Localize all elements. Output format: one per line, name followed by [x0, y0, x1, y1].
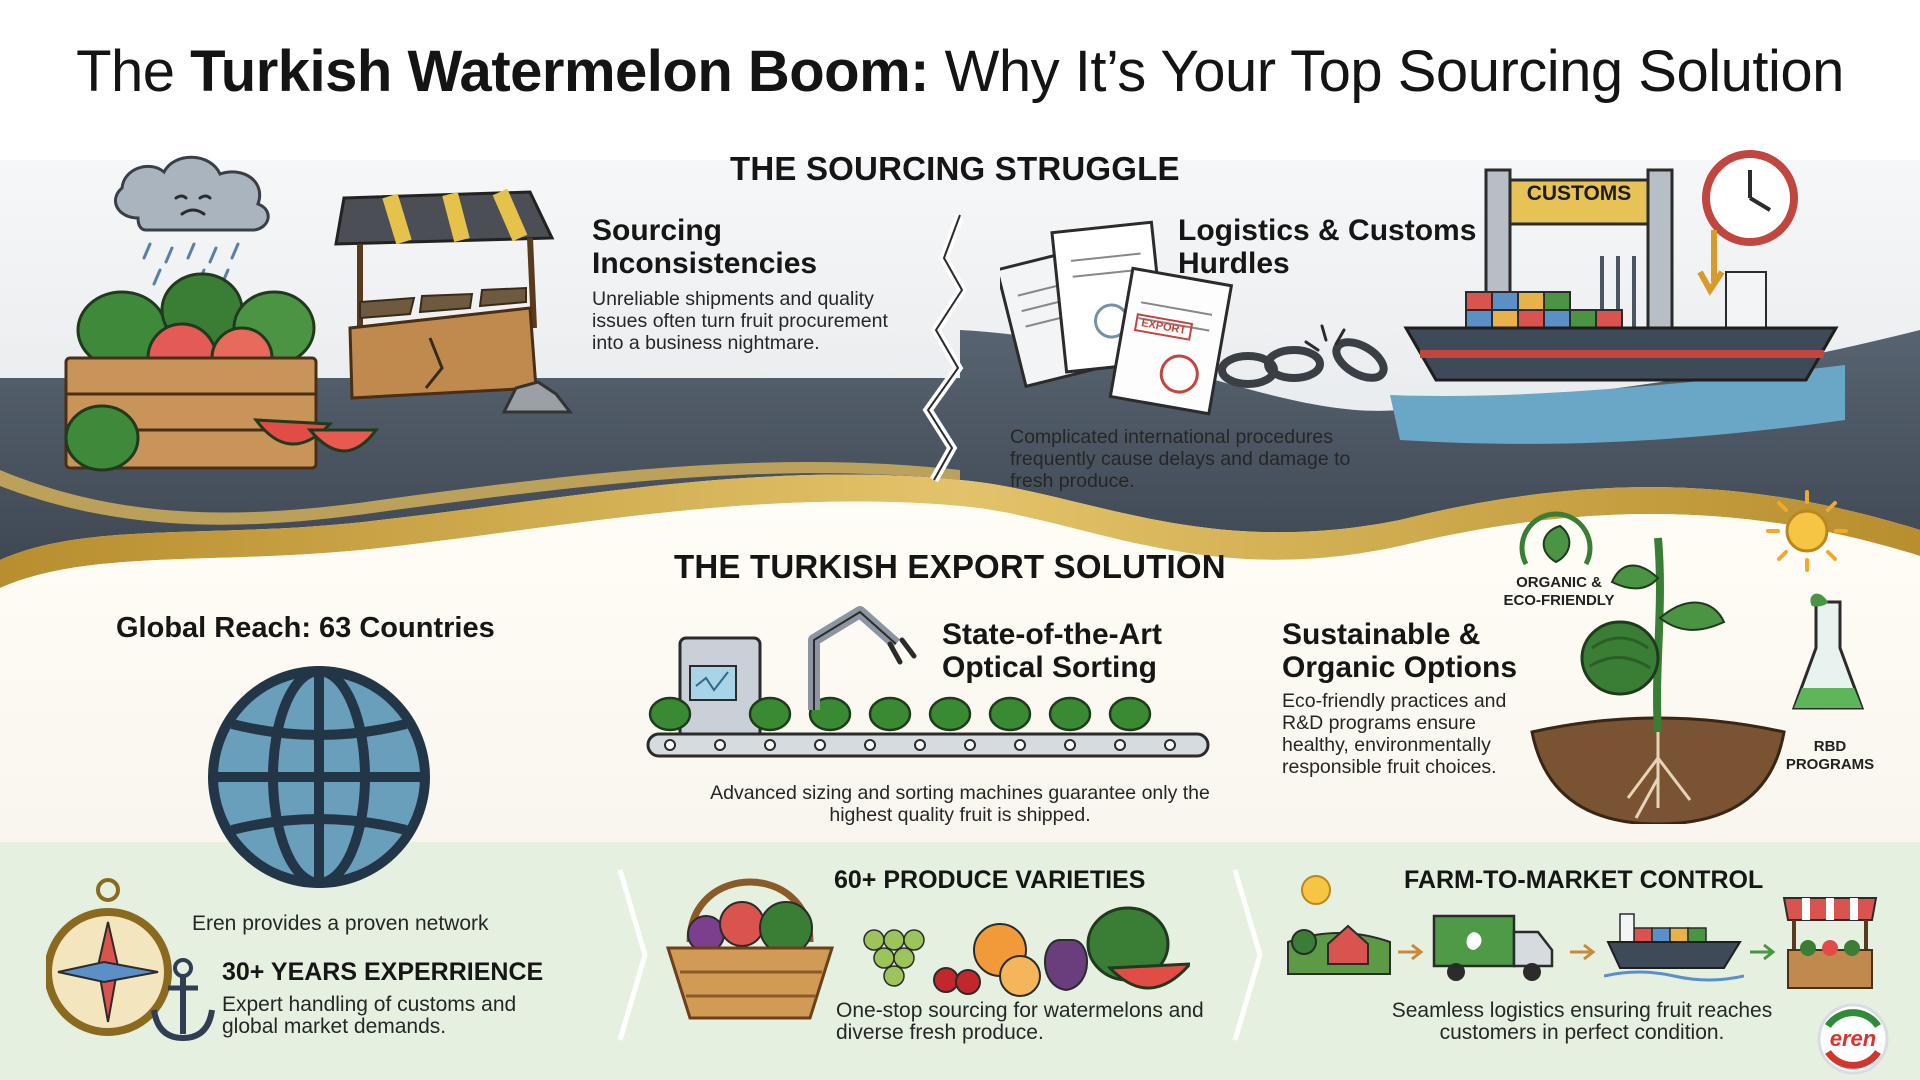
anchor-icon — [151, 958, 215, 1042]
plant-icon — [1530, 537, 1786, 824]
chevron-separator-2 — [1232, 869, 1263, 1041]
control-title: FARM-TO-MARKET CONTROL — [1404, 866, 1764, 894]
broken-stall-icon — [334, 188, 555, 400]
organic-badge: ORGANIC & ECO-FRIENDLY — [1503, 574, 1615, 609]
sourcing-inconsistencies-text: Unreliable shipments and quality issues … — [592, 288, 888, 354]
organic-leaf-icon — [1519, 511, 1593, 566]
sea-water — [1390, 365, 1845, 444]
cream-band — [0, 501, 1920, 842]
clock-icon — [1702, 150, 1798, 246]
rubble-icon — [501, 380, 574, 414]
cargo-ship-icon — [1403, 271, 1839, 382]
experience-title: 30+ YEARS EXPERRIENCE — [222, 958, 544, 986]
arrow-right-icon — [1398, 943, 1424, 961]
robot-arm-icon — [808, 606, 917, 710]
fruits-icon — [863, 906, 1190, 997]
title-suffix: Why It’s Your Top Sourcing Solution — [929, 39, 1845, 104]
customs-sign: CUSTOMS — [1526, 182, 1632, 205]
solution-title: THE TURKISH EXPORT SOLUTION — [674, 548, 1226, 585]
documents-icon — [1000, 220, 1234, 416]
sourcing-inconsistencies-heading: Sourcing Inconsistencies — [592, 214, 818, 280]
market-stall-icon — [1782, 897, 1878, 989]
basket-icon — [665, 878, 835, 1020]
title-bold: Turkish Watermelon Boom: — [190, 39, 929, 104]
sustainable-text: Eco-friendly practices and R&D programs … — [1282, 690, 1507, 778]
arrow-right-icon-2 — [1570, 943, 1596, 961]
logistics-customs-text: Complicated international procedures fre… — [1010, 426, 1351, 492]
eren-logo-text: eren — [1829, 1026, 1877, 1051]
conveyor-icon — [646, 636, 1210, 758]
gold-ribbon-thin — [0, 461, 960, 525]
sustainable-heading: Sustainable & Organic Options — [1282, 618, 1518, 684]
farm-icon — [1287, 875, 1391, 975]
rd-programs-badge: RBD PROGRAMS — [1785, 738, 1875, 773]
flask-icon — [1791, 593, 1865, 710]
watermelon-slices-icon — [252, 418, 379, 453]
experience-text: Expert handling of customs and global ma… — [222, 993, 517, 1038]
eren-logo — [1817, 1003, 1889, 1075]
watermelon-crate-icon — [64, 272, 318, 472]
control-text: Seamless logistics ensuring fruit reache… — [1391, 999, 1773, 1044]
broken-chain-icon — [1218, 324, 1388, 388]
global-reach-heading: Global Reach: 63 Countries — [116, 612, 495, 644]
varieties-title: 60+ PRODUCE VARIETIES — [834, 866, 1146, 894]
title-prefix: The — [76, 39, 191, 104]
compass-icon — [46, 878, 172, 1036]
struggle-title: THE SOURCING STRUGGLE — [730, 150, 1180, 187]
crack-outline — [926, 214, 964, 481]
varieties-text: One-stop sourcing for watermelons and di… — [836, 999, 1204, 1044]
chevron-separator-1 — [617, 869, 648, 1041]
small-ship-icon — [1604, 913, 1744, 982]
logistics-customs-heading: Logistics & Customs Hurdles — [1178, 214, 1477, 280]
globe-icon — [208, 666, 430, 888]
sun-icon — [1766, 490, 1848, 572]
page-title: The Turkish Watermelon Boom: Why It’s Yo… — [0, 38, 1920, 105]
optical-sorting-text: Advanced sizing and sorting machines gua… — [710, 782, 1210, 826]
gold-ribbon — [0, 474, 1920, 588]
network-text: Eren provides a proven network — [192, 912, 489, 935]
optical-sorting-heading: State-of-the-Art Optical Sorting — [942, 618, 1162, 684]
truck-icon — [1432, 914, 1554, 981]
arrow-right-icon-3 — [1750, 943, 1776, 961]
arrow-down-icon — [1697, 230, 1725, 296]
